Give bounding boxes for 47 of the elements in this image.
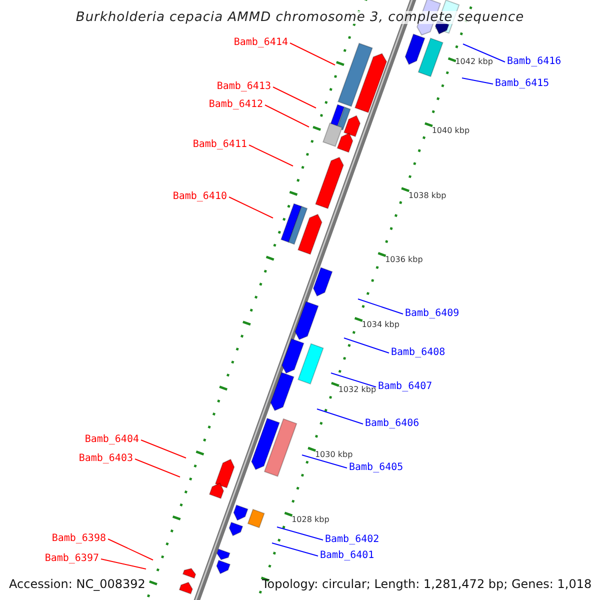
leader-line — [134, 458, 180, 478]
leader-line — [462, 44, 506, 62]
map-title: Burkholderia cepacia AMMD chromosome 3, complete sequence — [76, 11, 524, 24]
gene-label: Bamb_6408 — [391, 348, 446, 358]
gene-label: Bamb_6411 — [192, 140, 247, 150]
accession-text: Accession: NC_008392 — [9, 578, 146, 590]
gene-label: Bamb_6410 — [172, 192, 227, 202]
gene-label: Bamb_6413 — [216, 82, 271, 92]
leader-line — [228, 196, 274, 218]
summary-text: Topology: circular; Length: 1,281,472 bp; Genes: 1,018 — [262, 578, 592, 590]
leader-line — [272, 542, 318, 556]
scale-label: 1030 kbp — [314, 451, 353, 460]
gene-label: Bamb_6405 — [349, 463, 404, 473]
leader-line — [276, 526, 324, 540]
leader-line — [272, 86, 316, 108]
gene-label: Bamb_6409 — [405, 309, 460, 319]
leader-line — [344, 338, 390, 354]
leader-line — [290, 42, 336, 66]
scale-label: 1042 kbp — [455, 58, 493, 66]
gene-label: Bamb_6404 — [84, 435, 139, 445]
gene-label: Bamb_6406 — [365, 419, 420, 429]
gene-label: Bamb_6398 — [52, 534, 106, 544]
scale-label: 1032 kbp — [338, 386, 376, 394]
leader-line — [358, 298, 404, 314]
scale-label: 1038 kbp — [408, 192, 446, 200]
leader-line — [108, 538, 154, 560]
scale-label: 1034 kbp — [362, 321, 400, 330]
leader-line — [330, 372, 376, 388]
gene-label: Bamb_6415 — [495, 79, 550, 89]
gene-label: Bamb_6403 — [78, 454, 133, 464]
gene-label: Bamb_6407 — [378, 382, 432, 392]
gene-label: Bamb_6402 — [325, 535, 380, 545]
leader-line — [302, 454, 348, 468]
scale-label: 1040 kbp — [432, 126, 470, 135]
gene-label: Bamb_6416 — [507, 57, 562, 67]
gene-label: Bamb_6397 — [44, 554, 99, 564]
leader-line — [462, 78, 494, 84]
leader-line — [316, 408, 364, 424]
leader-line — [100, 558, 146, 570]
gene-label: Bamb_6414 — [234, 38, 288, 48]
leader-line — [248, 144, 294, 166]
gene-label: Bamb_6401 — [320, 551, 374, 561]
scale-label: 1036 kbp — [385, 256, 423, 264]
leader-line — [140, 440, 186, 458]
leader-line — [264, 104, 310, 128]
gene-label: Bamb_6412 — [208, 100, 263, 110]
scale-label: 1028 kbp — [292, 516, 330, 524]
